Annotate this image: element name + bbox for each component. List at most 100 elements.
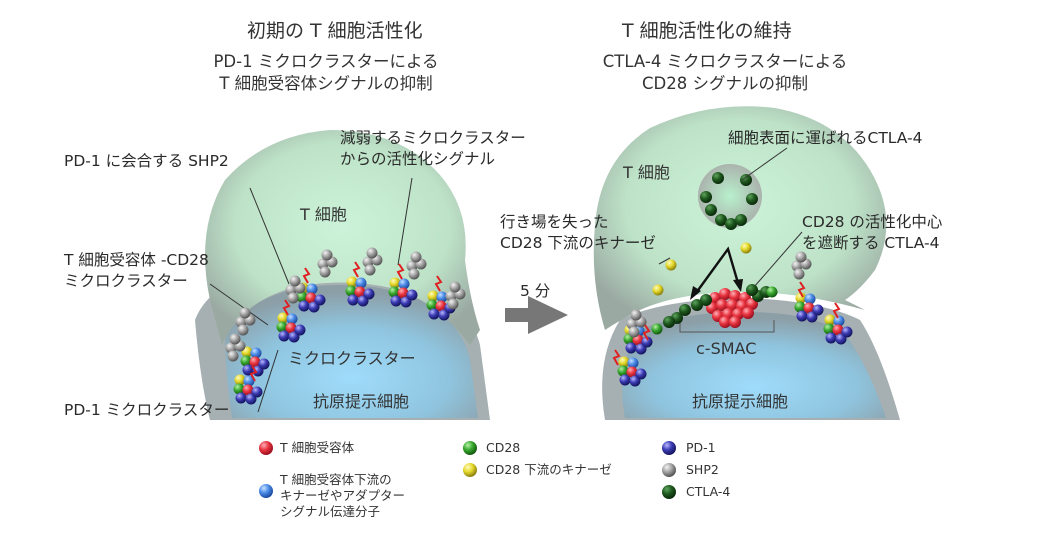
pd1-molecule — [258, 358, 270, 370]
label-right-t-cell: T 細胞 — [623, 163, 670, 182]
label-left-t-cell: T 細胞 — [300, 205, 347, 224]
label-pd1-microcluster: PD-1 ミクロクラスター — [64, 401, 230, 419]
shp2-molecule — [287, 292, 299, 304]
legend-swatch-tcr — [259, 441, 273, 455]
pd1-molecule — [406, 289, 418, 301]
tcr-molecule — [729, 316, 741, 328]
legend-swatch-shp2 — [662, 463, 676, 477]
label-ctla4-surface: 細胞表面に運ばれるCTLA-4 — [728, 129, 923, 147]
tcr-downstream-molecule — [804, 293, 816, 305]
tcr-molecule — [719, 288, 731, 300]
tcr-downstream-molecule — [243, 375, 255, 387]
pd1-molecule — [235, 392, 247, 404]
shp2-molecule — [410, 251, 422, 263]
label-tcr-cd28-1: T 細胞受容体 -CD28 — [64, 251, 209, 269]
tcr-downstream-molecule — [436, 291, 448, 303]
tcr-molecule — [285, 322, 297, 334]
tcr-molecule — [435, 300, 447, 312]
cd28-molecule — [233, 383, 245, 395]
legend-label-tcr: T 細胞受容体 — [280, 440, 355, 455]
tcr-molecule — [354, 286, 366, 298]
pd1-molecule — [812, 304, 824, 316]
tcr-downstream-molecule — [250, 347, 262, 359]
cd28-molecule — [766, 286, 778, 298]
pd1-molecule — [841, 326, 853, 338]
shp2-molecule — [366, 247, 378, 259]
pd1-molecule — [347, 294, 359, 306]
leader-lines — [209, 147, 803, 413]
pd1-molecule — [298, 300, 310, 312]
cd28-kinase-molecule — [652, 284, 664, 296]
pd1-molecule — [390, 295, 402, 307]
cd28-molecule — [426, 299, 438, 311]
shp2-molecule — [630, 309, 642, 321]
signal-bolt-icon — [832, 302, 841, 319]
ctla4-molecule — [663, 316, 675, 328]
right-panel-title: T 細胞活性化の維持 — [622, 20, 792, 42]
tcr-downstream-molecule — [306, 283, 318, 295]
pd1-molecule — [796, 310, 808, 322]
tcr-molecule — [249, 356, 261, 368]
signal-bolt-icon — [249, 365, 258, 382]
left-panel-title: 初期の T 細胞活性化 — [247, 20, 423, 42]
pd1-molecule — [825, 332, 837, 344]
ctla4-molecule — [679, 304, 691, 316]
left-subtitle-line1: PD-1 ミクロクラスターによる — [213, 52, 439, 71]
tcr-molecule — [726, 299, 738, 311]
shp2-molecule — [237, 324, 249, 336]
cd28-kinase-molecule — [277, 312, 289, 324]
pd1-molecule — [428, 308, 440, 320]
label-left-apc: 抗原提示細胞 — [313, 392, 410, 411]
cd28-molecule — [276, 321, 288, 333]
legend-label-ctla4: CTLA-4 — [686, 484, 731, 499]
cd28-molecule — [651, 323, 663, 335]
legend-swatch-cd28 — [463, 441, 477, 455]
label-time: 5 分 — [520, 282, 551, 300]
cd28-kinase-molecule — [795, 292, 807, 304]
cd28-kinase-molecule — [618, 356, 630, 368]
pd1-molecule — [294, 324, 306, 336]
pd1-molecule — [619, 374, 631, 386]
right-subtitle-line1: CTLA-4 ミクロクラスターによる — [602, 52, 848, 71]
label-attenuating-2: からの活性化シグナル — [340, 150, 496, 168]
shp2-molecule — [795, 251, 807, 263]
signal-bolt-icon — [434, 275, 443, 292]
label-csmac: c-SMAC — [696, 339, 757, 358]
cd28-kinase-molecule — [427, 290, 439, 302]
pd1-molecule — [251, 386, 263, 398]
legend-swatch-ctla4 — [662, 485, 676, 499]
cd28-molecule — [617, 365, 629, 377]
legend-label-shp2: SHP2 — [686, 462, 719, 477]
ctla4-molecule — [746, 284, 758, 296]
shp2-molecule — [449, 281, 461, 293]
cd28-molecule — [794, 301, 806, 313]
arrowhead — [733, 279, 743, 292]
cd28-kinase-molecule — [234, 374, 246, 386]
shp2-molecule — [239, 307, 251, 319]
tcr-downstream-molecule — [286, 313, 298, 325]
tcr-molecule — [832, 324, 844, 336]
cd28-molecule — [240, 355, 252, 367]
tcr-downstream-molecule — [833, 315, 845, 327]
label-ctla4-block-1: CD28 の活性化中心 — [802, 213, 943, 231]
tcr-molecule — [719, 316, 731, 328]
pd1-molecule — [641, 336, 653, 348]
label-lost-kinase-1: 行き場を失った — [500, 213, 609, 231]
ctla4-vesicle — [698, 164, 762, 230]
shp2-molecule — [227, 350, 239, 362]
branch-arrows — [695, 246, 740, 294]
signal-bolt-icon — [797, 281, 806, 298]
pd1-molecule — [363, 288, 375, 300]
cd28-molecule — [823, 323, 835, 335]
right-subtitle-line2: CD28 シグナルの抑制 — [642, 74, 808, 93]
legend-label-pd1: PD-1 — [686, 440, 716, 455]
pd1-molecule — [242, 364, 254, 376]
pd1-molecule — [635, 368, 647, 380]
label-tcr-cd28-2: ミクロクラスター — [64, 272, 188, 290]
tcr-molecule — [397, 287, 409, 299]
legend-label-cd28-kinase: CD28 下流のキナーゼ — [486, 462, 612, 477]
tcr-molecule — [305, 292, 317, 304]
shp2-molecule — [447, 298, 459, 310]
molecule-layer — [225, 242, 853, 405]
